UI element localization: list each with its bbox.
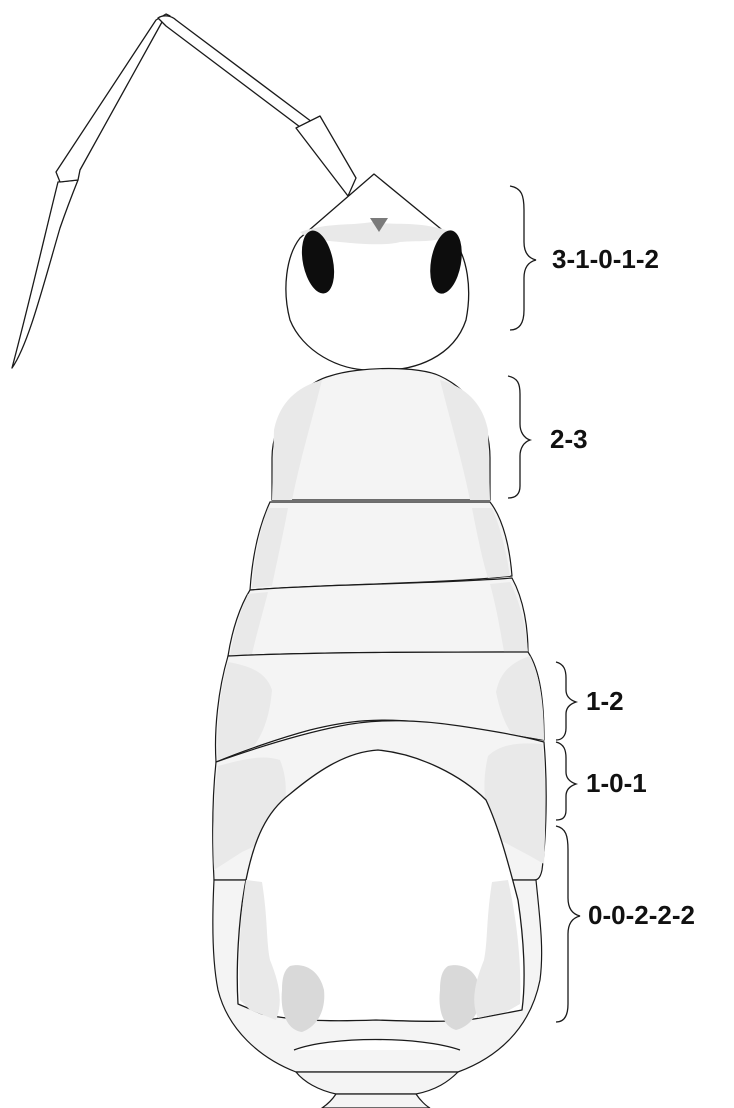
bracket-head bbox=[510, 186, 536, 330]
label-thorax: 2-3 bbox=[550, 424, 588, 454]
bracket-thorax bbox=[508, 376, 530, 498]
abdominal-segment-6 bbox=[322, 1094, 430, 1108]
bracket-abd-c bbox=[556, 826, 580, 1022]
abdominal-segment-5 bbox=[296, 1072, 458, 1094]
label-abd-c: 0-0-2-2-2 bbox=[588, 900, 695, 930]
label-abd-a: 1-2 bbox=[586, 686, 624, 716]
head bbox=[286, 174, 469, 370]
label-head: 3-1-0-1-2 bbox=[552, 244, 659, 274]
antenna-segment-1 bbox=[296, 116, 356, 196]
abdominal-segment-1 bbox=[228, 578, 528, 656]
antenna-segment-2 bbox=[158, 16, 314, 131]
bracket-abd-b bbox=[556, 742, 576, 820]
bracket-abd-a bbox=[556, 662, 576, 740]
antenna-segment-3 bbox=[56, 14, 170, 182]
thorax-segment-3 bbox=[250, 502, 512, 590]
body bbox=[213, 369, 546, 1108]
abd2-pigment-left bbox=[217, 662, 272, 760]
antenna-segment-4 bbox=[12, 180, 78, 368]
label-abd-b: 1-0-1 bbox=[586, 768, 647, 798]
